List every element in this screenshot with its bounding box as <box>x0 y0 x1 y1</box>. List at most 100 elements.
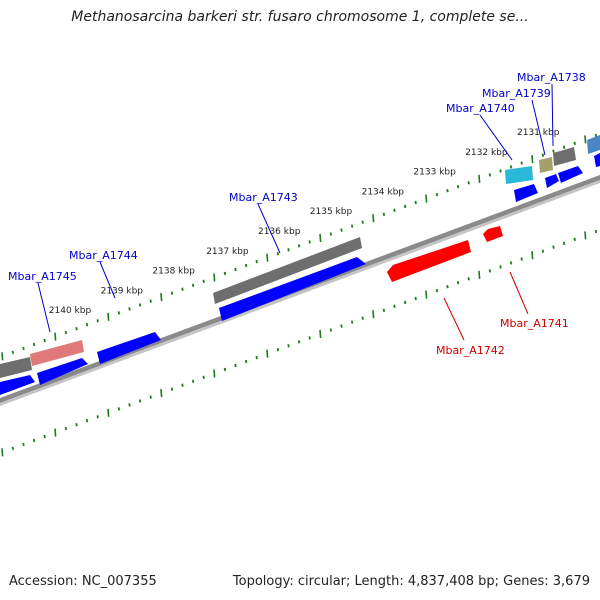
leader-mbar-a1739 <box>531 99 546 156</box>
tick-mark <box>446 284 449 289</box>
tick-mark <box>1 448 4 457</box>
tick-mark <box>43 338 46 343</box>
tick-mark <box>255 355 258 360</box>
gene-mbar-a1739[interactable] <box>545 174 559 188</box>
tick-mark <box>117 407 121 411</box>
tick-mark <box>266 253 269 262</box>
label-mbar-a1740[interactable]: Mbar_A1740 <box>446 102 515 115</box>
tick-mark <box>361 220 364 224</box>
label-leaders <box>37 83 554 341</box>
leader-mbar-a1740 <box>479 114 513 161</box>
cds-bar-mbar-a1738[interactable] <box>553 147 576 166</box>
tick-mark <box>85 323 89 327</box>
tick-mark <box>340 228 343 232</box>
leader-mbar-a1742 <box>443 297 465 341</box>
cds-bar-mbar-a1745[interactable] <box>30 340 84 366</box>
tick-mark <box>372 214 375 223</box>
tick-mark <box>11 350 15 354</box>
scale-tick-label: 2131 kbp <box>517 128 560 138</box>
tick-mark <box>446 188 449 193</box>
gene-mbar-a1743[interactable] <box>219 257 366 321</box>
gene-right-edge[interactable] <box>594 153 600 167</box>
tick-mark <box>138 399 142 403</box>
cds-bar-mbar-a1743[interactable] <box>213 237 362 304</box>
tick-mark <box>403 300 407 305</box>
tick-mark <box>75 422 78 427</box>
gene-left-edge[interactable] <box>0 375 35 395</box>
label-mbar-a1742[interactable]: Mbar_A1742 <box>436 344 505 357</box>
tick-mark <box>244 263 248 268</box>
leader-mbar-a1743 <box>257 203 281 254</box>
label-mbar-a1738[interactable]: Mbar_A1738 <box>517 71 586 84</box>
gene-mbar-a1745[interactable] <box>37 358 88 385</box>
tick-mark <box>509 261 513 265</box>
tick-mark <box>64 426 68 431</box>
gene-mbar-a1741[interactable] <box>483 226 503 242</box>
tick-mark <box>255 259 258 264</box>
cds-bar-right-edge[interactable] <box>587 135 600 154</box>
cds-bar-left[interactable] <box>0 357 32 378</box>
tick-mark <box>372 310 375 319</box>
tick-mark <box>425 194 428 203</box>
tick-mark <box>1 352 4 361</box>
tick-mark <box>382 212 386 216</box>
tick-mark <box>531 155 534 164</box>
tick-mark <box>276 252 280 256</box>
tick-mark <box>96 415 99 419</box>
tick-mark <box>541 153 545 157</box>
tick-mark <box>308 336 311 340</box>
tick-mark <box>425 290 428 299</box>
tick-mark <box>266 349 269 358</box>
tick-mark <box>276 348 280 352</box>
leader-mbar-a1741 <box>509 271 529 315</box>
tick-mark <box>488 173 492 177</box>
tick-mark <box>562 241 566 245</box>
tick-mark <box>467 277 470 281</box>
tick-mark <box>414 296 417 301</box>
tick-mark <box>149 299 152 303</box>
tick-mark <box>11 446 15 450</box>
tick-mark <box>478 174 481 183</box>
tick-mark <box>64 330 68 335</box>
tick-mark <box>319 233 322 243</box>
outer-tick-track <box>1 133 598 361</box>
tick-mark <box>308 240 311 244</box>
label-mbar-a1745[interactable]: Mbar_A1745 <box>8 270 77 283</box>
tick-mark <box>541 249 545 253</box>
tick-mark <box>520 257 523 261</box>
cds-bar-mbar-a1740[interactable] <box>505 166 533 184</box>
gene-mbar-a1742[interactable] <box>387 240 471 282</box>
cds-bar-mbar-a1739[interactable] <box>539 157 553 173</box>
gene-mbar-a1744[interactable] <box>97 332 161 364</box>
tick-mark <box>191 379 195 383</box>
label-mbar-a1741[interactable]: Mbar_A1741 <box>500 317 569 330</box>
tick-mark <box>107 312 110 321</box>
tick-mark <box>213 273 216 282</box>
forward-strand-genes <box>0 153 600 395</box>
tick-mark <box>181 383 184 387</box>
scale-tick-label: 2139 kbp <box>101 286 144 296</box>
tick-mark <box>319 329 322 339</box>
tick-mark <box>191 283 195 287</box>
tick-mark <box>382 308 386 312</box>
tick-mark <box>584 231 587 240</box>
label-mbar-a1744[interactable]: Mbar_A1744 <box>69 249 138 262</box>
inner-tick-track <box>1 229 598 457</box>
gene-mbar-a1740[interactable] <box>514 184 538 202</box>
tick-mark <box>85 419 89 423</box>
leader-mbar-a1738 <box>551 83 554 147</box>
tick-mark <box>393 208 396 213</box>
tick-mark <box>96 319 99 323</box>
label-mbar-a1743[interactable]: Mbar_A1743 <box>229 191 298 204</box>
tick-mark <box>181 287 184 291</box>
tick-mark <box>329 232 333 236</box>
tick-mark <box>287 344 290 348</box>
tick-mark <box>170 387 174 391</box>
gene-mbar-a1738[interactable] <box>558 166 583 183</box>
tick-mark <box>329 328 333 332</box>
label-mbar-a1739[interactable]: Mbar_A1739 <box>482 87 551 100</box>
topology-summary: Topology: circular; Length: 4,837,408 bp… <box>232 574 590 589</box>
tick-mark <box>562 145 566 149</box>
